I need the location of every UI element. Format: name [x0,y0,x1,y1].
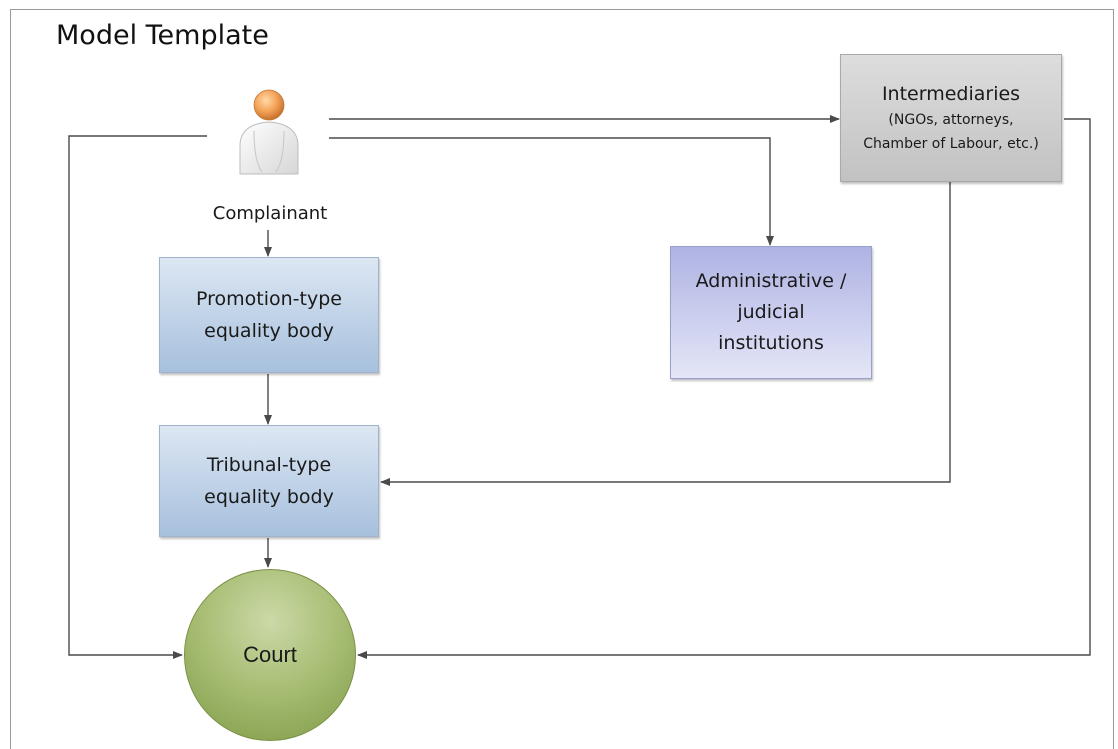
court-label: Court [243,642,297,667]
complainant-label: Complainant [212,203,328,224]
intermediaries-subtitle-line-2: Chamber of Labour, etc.) [863,136,1039,152]
intermediaries-subtitle-line-1: (NGOs, attorneys, [888,112,1014,128]
tribunal-line-2: equality body [204,486,334,508]
arrow-intermediaries-to-court [357,118,1091,659]
diagram-title: Model Template [56,20,269,51]
promotion-equality-body-box: Promotion-type equality body [159,257,379,373]
administrative-line-2: judicial [737,301,805,323]
tribunal-equality-body-box: Tribunal-type equality body [159,425,379,537]
intermediaries-box: Intermediaries (NGOs, attorneys, Chamber… [840,54,1062,182]
administrative-line-3: institutions [718,332,824,354]
administrative-institutions-box: Administrative / judicial institutions [670,246,872,379]
tribunal-line-1: Tribunal-type [206,454,332,476]
arrow-complainant-to-court [68,135,207,659]
court-node: Court [184,569,356,741]
arrow-intermediaries-to-tribunal [380,181,951,486]
promotion-line-2: equality body [204,320,334,342]
promotion-line-1: Promotion-type [196,288,342,310]
person-icon [232,86,306,176]
arrow-complainant-to-administrative [329,137,774,246]
diagram-frame [10,9,1114,749]
intermediaries-title: Intermediaries [881,83,1021,105]
administrative-line-1: Administrative / [695,270,847,292]
